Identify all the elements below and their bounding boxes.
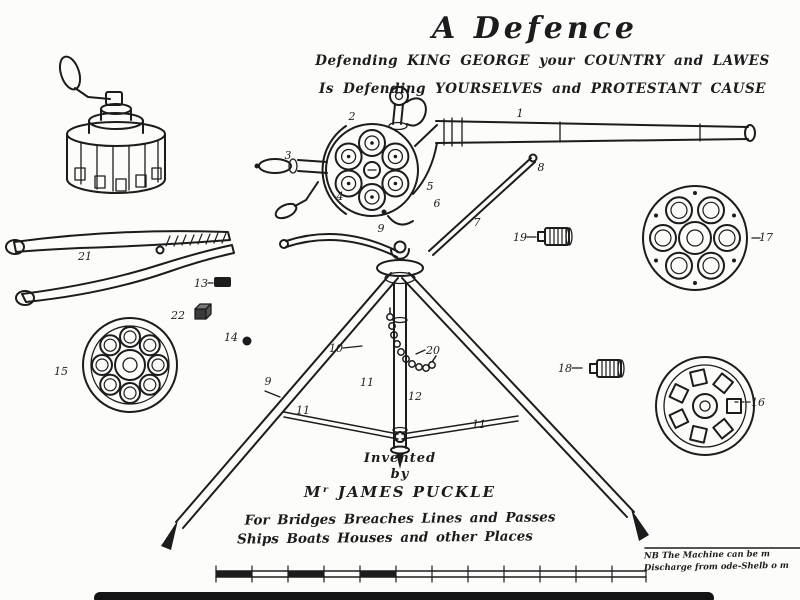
page-title: A Defence [432,11,638,46]
part-label-6: 6 [434,197,441,210]
part-label-3: 3 [285,149,292,162]
chain-drawing [386,307,437,372]
cartridge-19-drawing [537,227,573,246]
part-label-14: 14 [224,331,238,344]
credit-line-3: Mʳ JAMES PUCKLE [303,483,497,501]
credit-line-2: by [390,467,410,482]
part-label-16: 16 [751,396,765,409]
crank-magazine-drawing [58,55,166,194]
part-label-11c: 11 [360,376,374,389]
part-label-18: 18 [558,362,572,375]
gun-drawing [254,86,756,258]
part-label-1: 1 [517,107,524,120]
part-label-20: 20 [425,344,440,357]
part-label-2: 2 [348,110,356,123]
part-13-drawing [214,277,231,287]
chamber-plate-17-drawing [642,185,748,291]
part-label-5: 5 [427,180,434,193]
part-label-10: 10 [329,342,343,355]
subtitle-line-1: Defending KING GEORGE your COUNTRY and L… [315,53,770,69]
part-label-21: 21 [77,250,92,263]
part-label-7: 7 [474,216,481,229]
part-22-drawing [194,303,212,320]
part-label-11a: 11 [296,404,310,417]
label-leader-lines [207,236,761,403]
part-label-15: 15 [54,365,68,378]
part-label-9b: 9 [265,375,272,388]
part-label-8: 8 [538,161,545,174]
part-label-13: 13 [194,277,208,290]
part-label-11b: 11 [472,418,486,431]
subtitle-line-2: Is Defending YOURSELVES and PROTESTANT C… [319,81,766,97]
bottom-scan-bar [94,592,714,600]
part-number-labels: 1 2 3 4 5 6 7 8 9 9 10 20 11 11 11 12 13… [54,107,773,431]
tripod-drawing [161,240,649,550]
cartridge-18-drawing [589,359,625,378]
part-label-12: 12 [408,390,422,403]
part-label-17: 17 [759,231,773,244]
chamber-plate-16-drawing [655,356,755,456]
part-label-4: 4 [336,190,344,203]
part-14-drawing [242,336,252,346]
part-label-22: 22 [170,309,185,322]
scale-bar-drawing [215,565,647,583]
part-label-9a: 9 [378,222,385,235]
credit-line-1: Invented [363,451,437,466]
chamber-plate-15-drawing [82,317,178,413]
part-label-19: 19 [513,231,527,244]
pliers-tool-drawing [5,230,235,306]
